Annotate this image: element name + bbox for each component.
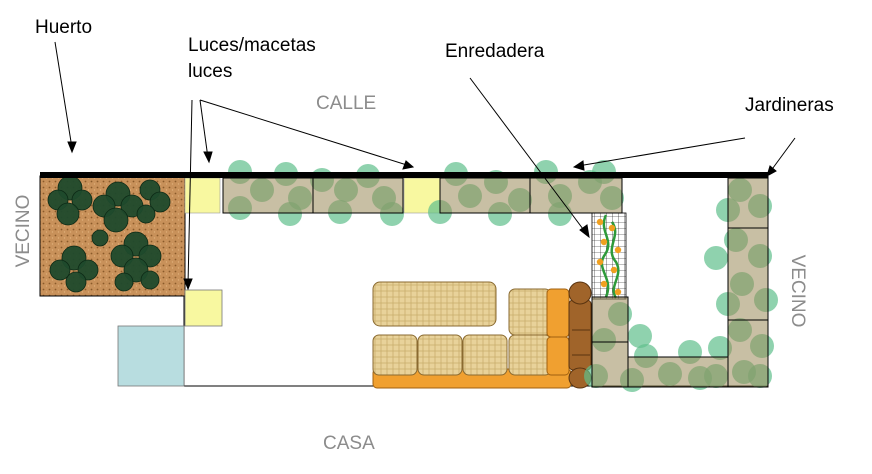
foliage-blob bbox=[600, 238, 608, 246]
luces-macetas-label: Luces/macetas bbox=[188, 35, 316, 56]
foliage-blob bbox=[704, 246, 728, 270]
foliage-blob bbox=[91, 229, 109, 247]
foliage-blob bbox=[140, 270, 160, 290]
foliage-blob bbox=[114, 272, 134, 292]
street-planters bbox=[222, 177, 623, 214]
vecino-left-label: VECINO bbox=[13, 194, 34, 268]
vecino-right-label: VECINO bbox=[787, 254, 808, 328]
huerto-plants bbox=[47, 175, 171, 293]
calle-label: CALLE bbox=[316, 93, 377, 114]
corner-light bbox=[184, 289, 223, 327]
casa-label: CASA bbox=[323, 433, 375, 454]
foliage-blob bbox=[136, 204, 156, 224]
street-wall bbox=[40, 172, 768, 178]
foliage-blob bbox=[103, 207, 129, 233]
foliage-blob bbox=[71, 189, 93, 211]
trellis bbox=[591, 212, 627, 300]
side-planters bbox=[591, 177, 769, 388]
jardineras-label: Jardineras bbox=[745, 95, 834, 116]
foliage-blob bbox=[610, 266, 618, 274]
foliage-blob bbox=[600, 280, 608, 288]
foliage-blob bbox=[596, 218, 604, 226]
foliage-blob bbox=[56, 202, 80, 226]
water-feature bbox=[117, 325, 185, 387]
foliage-blob bbox=[614, 246, 622, 254]
huerto-label: Huerto bbox=[35, 17, 93, 38]
foliage-blob bbox=[596, 258, 604, 266]
foliage-blob bbox=[614, 288, 622, 296]
foliage-blob bbox=[49, 259, 71, 281]
vine-flowers bbox=[596, 218, 622, 296]
foliage-blob bbox=[628, 324, 652, 348]
huerto-bed bbox=[39, 175, 186, 297]
foliage-blob bbox=[608, 224, 616, 232]
foliage-blob bbox=[65, 271, 87, 293]
luces-label: luces bbox=[188, 61, 233, 82]
foliage-blob bbox=[708, 336, 732, 360]
enredadera-label: Enredadera bbox=[445, 41, 545, 62]
lounge-furniture bbox=[372, 281, 592, 389]
annotation-arrows bbox=[54, 41, 796, 291]
foliage-blob bbox=[149, 191, 171, 213]
